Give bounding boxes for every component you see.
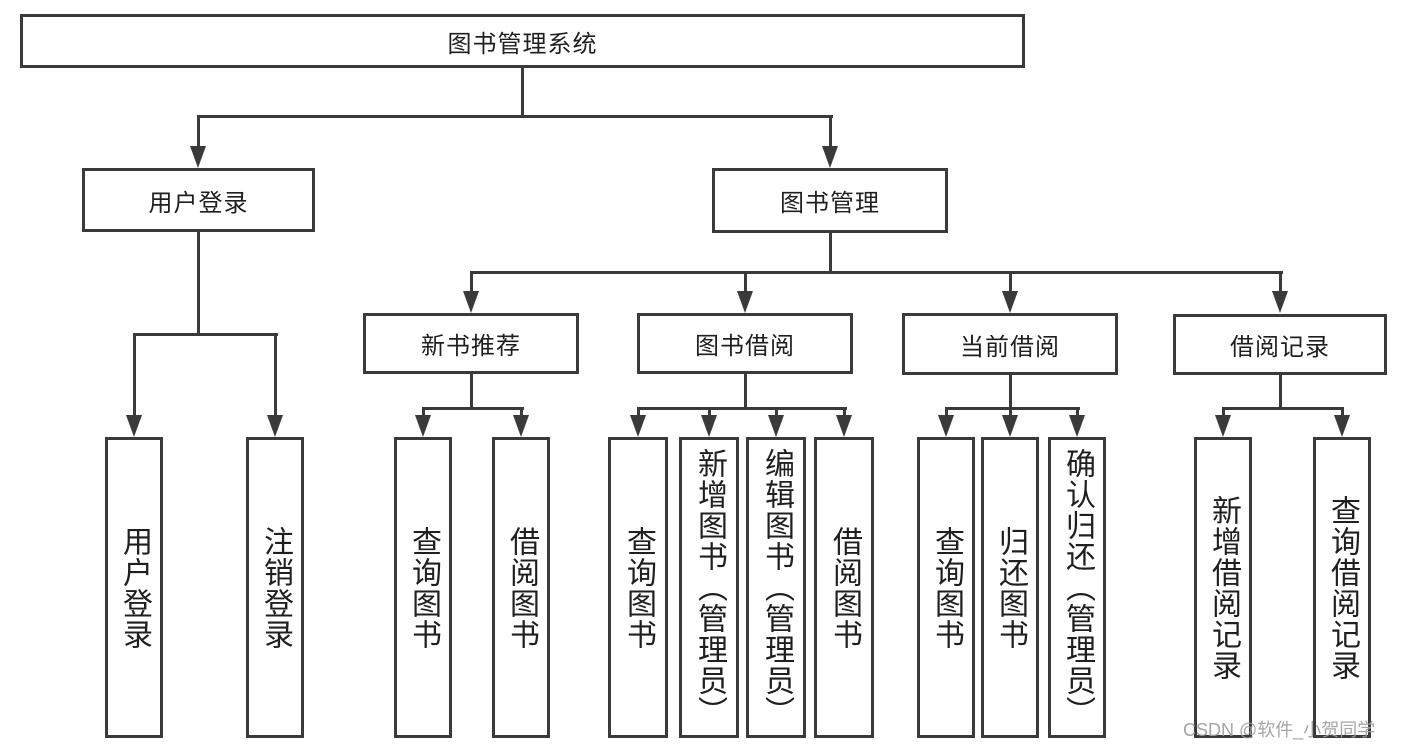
- arrowhead-down-icon: [630, 415, 646, 437]
- node-leaf-return-books: 归还图书: [981, 437, 1039, 738]
- connector-new-book-rail: [422, 407, 524, 410]
- connector-drop-leaf: [1009, 407, 1012, 417]
- connector-drop-leaf: [1076, 407, 1079, 417]
- node-leaf-logout: 注销登录: [246, 437, 304, 738]
- arrowhead-down-icon: [126, 415, 142, 437]
- arrowhead-down-icon: [737, 291, 753, 313]
- arrowhead-down-icon: [1002, 291, 1018, 313]
- node-label: 查询图书: [407, 525, 440, 650]
- arrowhead-down-icon: [836, 415, 852, 437]
- connector-drop-leaf: [1222, 407, 1225, 417]
- node-leaf-query-books: 查询图书: [608, 437, 668, 738]
- node-new-book-recommend: 新书推荐: [363, 313, 579, 374]
- node-leaf-borrow-books: 借阅图书: [492, 437, 550, 738]
- node-label: 查询图书: [930, 525, 963, 650]
- node-leaf-add-borrow-record: 新增借阅记录: [1194, 437, 1252, 738]
- connector-drop-level3: [1009, 271, 1012, 293]
- connector-borrow-records-rail: [1222, 407, 1344, 410]
- node-label: 注销登录: [259, 525, 292, 650]
- connector-drop-leaf: [520, 407, 523, 417]
- connector-drop-leaf: [133, 333, 136, 417]
- connector-current-borrowing-stem: [1009, 375, 1012, 410]
- connector-drop-level3: [470, 271, 473, 293]
- connector-drop-leaf: [1341, 407, 1344, 417]
- node-label: 新书推荐: [421, 333, 521, 360]
- connector-user-login-rail: [133, 333, 278, 336]
- connector-drop-user-login: [197, 115, 200, 148]
- arrowhead-down-icon: [463, 291, 479, 313]
- node-leaf-confirm-return-admin: 确认归还（管理员）: [1048, 437, 1106, 738]
- connector-book-borrowing-rail: [637, 407, 847, 410]
- node-label: 借阅图书: [828, 525, 861, 650]
- arrowhead-down-icon: [938, 415, 954, 437]
- node-leaf-borrow-books: 借阅图书: [814, 437, 874, 738]
- connector-new-book-stem: [470, 374, 473, 410]
- node-leaf-add-books-admin: 新增图书（管理员）: [679, 437, 739, 738]
- node-label: 确认归还（管理员）: [1061, 448, 1094, 727]
- node-label: 图书管理系统: [447, 30, 598, 58]
- node-label: 借阅图书: [505, 525, 538, 650]
- connector-drop-leaf: [422, 407, 425, 417]
- node-library-management-system: 图书管理系统: [20, 14, 1025, 68]
- node-leaf-query-books: 查询图书: [917, 437, 975, 738]
- connector-current-borrowing-rail: [945, 407, 1080, 410]
- node-book-borrowing: 图书借阅: [637, 313, 853, 374]
- watermark-csdn: CSDN @软件_小贺同学: [1183, 720, 1376, 740]
- connector-book-borrowing-stem: [744, 374, 747, 410]
- node-label: 查询图书: [622, 525, 655, 650]
- arrowhead-down-icon: [701, 415, 717, 437]
- arrowhead-down-icon: [1002, 415, 1018, 437]
- node-label: 新增图书（管理员）: [693, 448, 726, 727]
- node-leaf-user-login: 用户登录: [105, 437, 163, 738]
- connector-drop-leaf: [708, 407, 711, 417]
- node-label: 当前借阅: [960, 333, 1060, 361]
- node-current-borrowing: 当前借阅: [902, 313, 1118, 375]
- connector-drop-leaf: [945, 407, 948, 417]
- node-book-management: 图书管理: [712, 168, 948, 233]
- connector-drop-book-management: [829, 115, 832, 148]
- connector-drop-leaf: [775, 407, 778, 417]
- connector-level2-rail: [197, 115, 833, 118]
- arrowhead-down-icon: [1215, 415, 1231, 437]
- arrowhead-down-icon: [513, 415, 529, 437]
- connector-drop-leaf: [274, 333, 277, 417]
- node-label: 编辑图书（管理员）: [760, 448, 793, 727]
- arrowhead-down-icon: [768, 415, 784, 437]
- connector-drop-level3: [744, 271, 747, 293]
- arrowhead-down-icon: [1272, 291, 1288, 313]
- node-label: 图书借阅: [695, 333, 795, 360]
- node-leaf-query-books: 查询图书: [394, 437, 452, 738]
- node-leaf-edit-books-admin: 编辑图书（管理员）: [746, 437, 806, 738]
- connector-drop-level3: [1279, 271, 1282, 293]
- node-label: 用户登录: [148, 189, 249, 217]
- node-label: 归还图书: [994, 525, 1027, 650]
- arrowhead-down-icon: [1334, 415, 1350, 437]
- node-label: 图书管理: [780, 190, 880, 217]
- connector-book-management-stem: [829, 233, 832, 274]
- connector-root-stem: [521, 68, 524, 118]
- connector-user-login-stem: [197, 232, 200, 336]
- arrowhead-down-icon: [267, 415, 283, 437]
- node-label: 新增借阅记录: [1207, 494, 1240, 681]
- node-user-login: 用户登录: [82, 168, 315, 232]
- arrowhead-down-icon: [190, 146, 206, 168]
- arrowhead-down-icon: [415, 415, 431, 437]
- node-label: 用户登录: [118, 525, 151, 650]
- connector-drop-leaf: [637, 407, 640, 417]
- node-leaf-query-borrow-record: 查询借阅记录: [1313, 437, 1371, 738]
- connector-drop-leaf: [843, 407, 846, 417]
- node-borrowing-records: 借阅记录: [1173, 314, 1387, 375]
- node-label: 查询借阅记录: [1326, 494, 1359, 681]
- connector-borrow-records-stem: [1279, 375, 1282, 410]
- node-label: 借阅记录: [1230, 334, 1330, 361]
- arrowhead-down-icon: [822, 146, 838, 168]
- arrowhead-down-icon: [1069, 415, 1085, 437]
- connector-level3-rail: [470, 271, 1283, 274]
